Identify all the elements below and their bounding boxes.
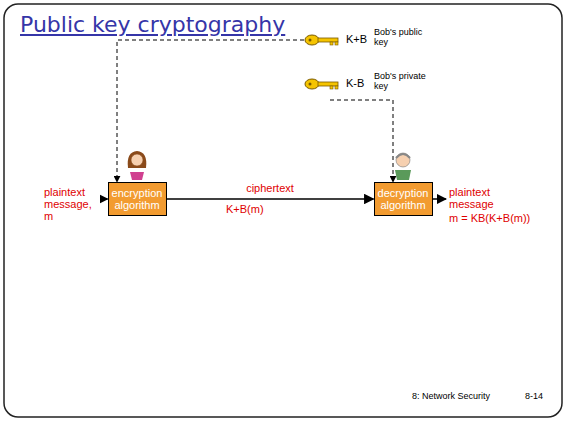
plaintext-label: plaintext message: [449, 186, 501, 210]
key-name: K-B: [346, 77, 364, 89]
bob-figure: [395, 153, 411, 180]
alice-figure: [128, 151, 147, 180]
plaintext-label: plaintext message, m: [44, 186, 100, 222]
decryption-formula: m = KB(K+B(m)): [449, 212, 530, 224]
algorithm-box: decryption algorithm: [374, 182, 433, 216]
box-label: decryption algorithm: [376, 187, 431, 211]
key-caption: Bob's private key: [374, 72, 438, 92]
ciphertext-formula: K+B(m): [226, 203, 264, 215]
edge-label: ciphertext: [246, 182, 294, 194]
key-icon: [305, 79, 338, 89]
slide-title: Public key cryptography: [20, 12, 285, 37]
slide-frame: [4, 4, 562, 417]
footer-text: 8: Network Security: [412, 392, 490, 402]
key-icon: [305, 35, 338, 45]
flow-arrow: [167, 198, 374, 200]
key-name: K+B: [346, 33, 367, 45]
box-label: encryption algorithm: [110, 187, 165, 211]
page-number: 8-14: [525, 392, 543, 402]
output-arrow: [433, 198, 447, 200]
key-line: [330, 100, 393, 182]
key-caption: Bob's public key: [374, 28, 436, 48]
key-line: [117, 40, 304, 182]
algorithm-box: encryption algorithm: [108, 182, 167, 216]
